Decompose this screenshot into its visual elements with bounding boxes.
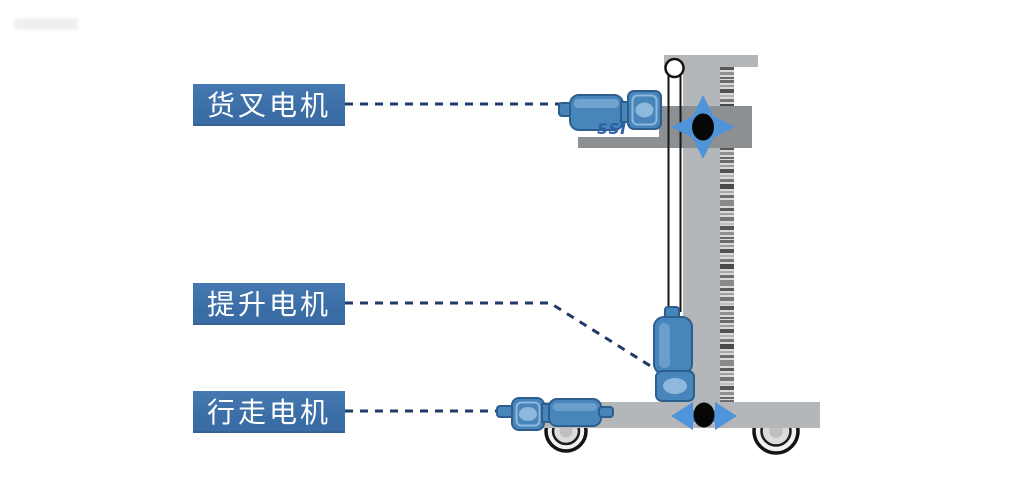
top-plate <box>664 55 758 67</box>
lift-motor-icon <box>653 306 695 402</box>
pulley-icon <box>664 57 685 79</box>
pivot-dot-bottom <box>693 402 715 428</box>
travel-motor-icon <box>496 397 614 431</box>
watermark <box>14 18 78 30</box>
fork-platform <box>578 137 752 148</box>
label-fork-motor: 货叉电机 <box>193 84 345 126</box>
callout-line-lift <box>345 301 661 374</box>
lift-belt <box>664 57 685 312</box>
horizontal-arrow-icon <box>671 402 737 430</box>
four-way-arrow-icon <box>671 95 735 159</box>
label-lift-motor: 提升电机 <box>193 283 345 325</box>
pivot-dot-top <box>692 113 714 141</box>
label-travel-motor: 行走电机 <box>193 391 345 433</box>
ssi-logo: SSI <box>597 120 627 138</box>
fork-motor-icon: SSI <box>558 90 662 138</box>
